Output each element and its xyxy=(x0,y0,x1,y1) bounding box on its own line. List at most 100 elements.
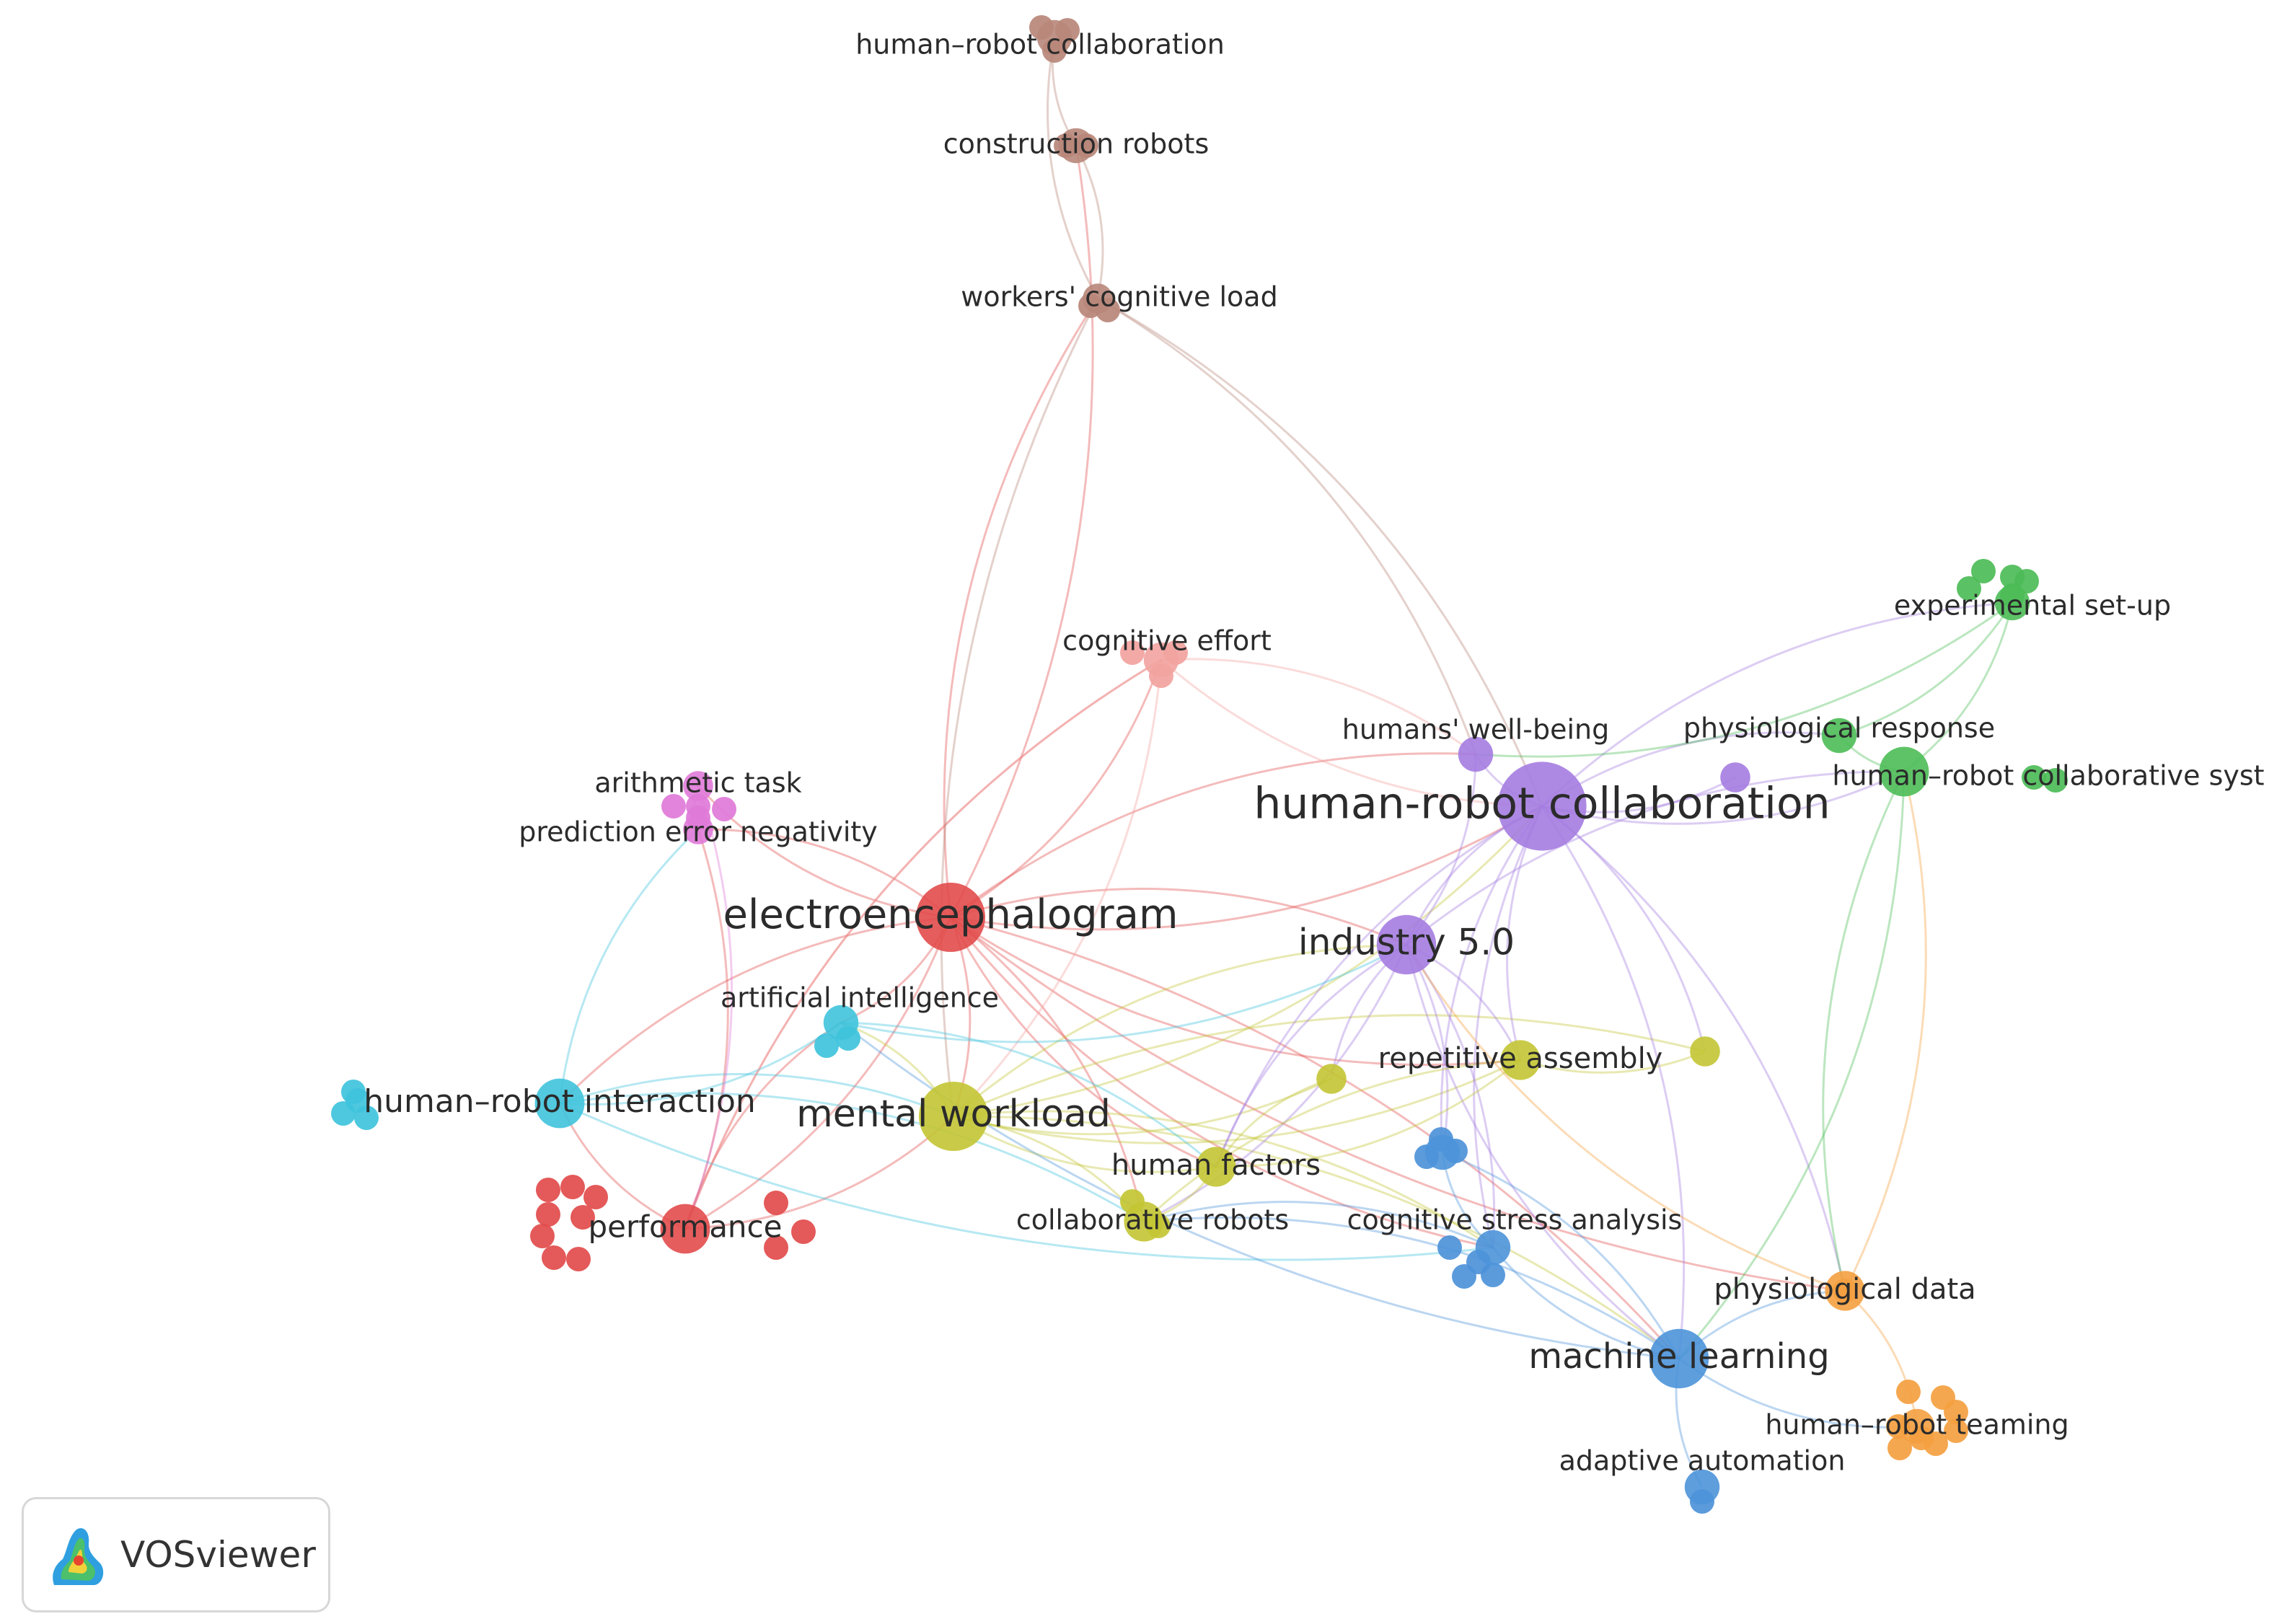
node-label-pen: prediction error negativity xyxy=(519,816,878,848)
link-ce-mw xyxy=(952,659,1163,1118)
node-mw[interactable] xyxy=(919,1082,988,1151)
link-mw-rep xyxy=(953,1059,1521,1144)
node-hrt-satellite-2[interactable] xyxy=(1944,1400,1968,1424)
node-perf-satellite-3[interactable] xyxy=(530,1224,555,1248)
node-label-exp: experimental set-up xyxy=(1894,590,2171,622)
node-label-constr: construction robots xyxy=(943,128,1210,160)
node-perf-satellite-7[interactable] xyxy=(570,1205,595,1230)
node-phr[interactable] xyxy=(1821,718,1857,754)
link-i50-hrcs xyxy=(1406,770,1905,946)
node-hrt-satellite-7[interactable] xyxy=(1944,1418,1968,1443)
node-ce[interactable] xyxy=(1143,642,1179,678)
link-ai-hf xyxy=(840,1021,1217,1168)
node-hrcs-satellite-0[interactable] xyxy=(2022,765,2046,790)
node-pd[interactable] xyxy=(1825,1271,1865,1311)
node-label-eeg: electroencephalogram xyxy=(723,891,1178,938)
node-perf-satellite-1[interactable] xyxy=(560,1175,585,1199)
node-ml[interactable] xyxy=(1649,1328,1709,1389)
link-ce-perf xyxy=(684,658,1162,1230)
node-ce-satellite-0[interactable] xyxy=(1120,640,1145,665)
node-label-ai: artificial intelligence xyxy=(721,982,999,1014)
link-eeg-wcl xyxy=(943,298,1099,918)
node-hrt-satellite-0[interactable] xyxy=(1896,1380,1921,1404)
node-exp[interactable] xyxy=(1994,585,2030,621)
node-hrt[interactable] xyxy=(1899,1408,1935,1444)
link-ml-cobots xyxy=(1143,1216,1680,1360)
link-mw-ml xyxy=(953,1115,1680,1360)
link-eeg-pen xyxy=(697,828,951,919)
node-ai[interactable] xyxy=(823,1005,859,1041)
node-aa[interactable] xyxy=(1684,1469,1720,1505)
node-label-mw: mental workload xyxy=(796,1093,1111,1136)
node-hrt-satellite-5[interactable] xyxy=(1887,1436,1912,1460)
node-constr[interactable] xyxy=(1058,128,1094,164)
node-label-ce: cognitive effort xyxy=(1062,625,1272,657)
node-p1[interactable] xyxy=(1720,762,1750,793)
node-perf-satellite-0[interactable] xyxy=(536,1178,560,1202)
node-pen[interactable] xyxy=(683,814,713,844)
node-hf[interactable] xyxy=(1196,1147,1236,1187)
node-label-hrc_top: human–robot collaboration xyxy=(855,29,1225,61)
node-arith[interactable] xyxy=(683,771,713,801)
link-eeg-ce xyxy=(950,659,1163,919)
node-y2[interactable] xyxy=(1690,1036,1720,1067)
link-hrc-ml xyxy=(1541,806,1686,1359)
node-perf-satellite-8[interactable] xyxy=(764,1191,788,1215)
node-arith-satellite-0[interactable] xyxy=(661,794,686,818)
node-eeg[interactable] xyxy=(916,883,985,952)
labels-layer: electroencephalogramperformancecognitive… xyxy=(364,29,2264,1477)
node-rep[interactable] xyxy=(1500,1040,1541,1080)
link-hrc-hf xyxy=(1215,805,1543,1168)
node-hrc_top[interactable] xyxy=(1036,19,1072,56)
link-hri-csa xyxy=(559,1102,1494,1261)
node-y1[interactable] xyxy=(1316,1064,1347,1094)
link-hrc_top-wcl xyxy=(1047,37,1099,299)
node-csa-satellite-0[interactable] xyxy=(1437,1235,1462,1260)
link-hri-ai xyxy=(559,1021,842,1106)
node-exp-satellite-4[interactable] xyxy=(2014,569,2039,593)
node-hrc[interactable] xyxy=(1497,762,1587,851)
node-label-hrc: human-robot collaboration xyxy=(1254,779,1830,829)
node-perf-satellite-9[interactable] xyxy=(764,1235,788,1260)
node-perf-satellite-4[interactable] xyxy=(542,1245,566,1270)
node-perf-satellite-10[interactable] xyxy=(791,1219,816,1244)
link-hrc-exp xyxy=(1541,601,2013,808)
node-csa-satellite-3[interactable] xyxy=(1481,1263,1505,1287)
node-csa[interactable] xyxy=(1475,1230,1511,1266)
node-perf-satellite-6[interactable] xyxy=(583,1185,608,1209)
node-hrcs-satellite-1[interactable] xyxy=(2043,768,2068,793)
node-exp-satellite-2[interactable] xyxy=(1957,576,1981,601)
node-label-wcl: workers' cognitive load xyxy=(961,281,1277,313)
node-label-aa: adaptive automation xyxy=(1559,1445,1846,1477)
node-cobots[interactable] xyxy=(1124,1201,1164,1242)
link-mw-hf xyxy=(953,1115,1217,1173)
link-hrc-csa xyxy=(1473,806,1543,1248)
node-hri-satellite-3[interactable] xyxy=(345,1088,370,1113)
link-hrcs-ml xyxy=(1678,771,1906,1359)
node-ai-satellite-0[interactable] xyxy=(814,1033,839,1058)
node-exp-satellite-0[interactable] xyxy=(1971,559,1996,583)
link-perf-mw xyxy=(684,1115,955,1230)
node-arith-satellite-2[interactable] xyxy=(712,797,736,821)
node-wcl[interactable] xyxy=(1083,283,1113,314)
node-perf[interactable] xyxy=(660,1204,710,1254)
link-pd-hrcs xyxy=(1843,771,1927,1292)
node-b1[interactable] xyxy=(1424,1134,1461,1170)
link-csa-cobots xyxy=(1143,1201,1494,1249)
node-label-csa: cognitive stress analysis xyxy=(1347,1204,1683,1236)
node-i50[interactable] xyxy=(1376,914,1437,975)
node-hri[interactable] xyxy=(534,1078,585,1129)
link-eeg-hri xyxy=(558,916,951,1105)
node-perf-satellite-2[interactable] xyxy=(536,1202,560,1227)
node-perf-satellite-5[interactable] xyxy=(566,1247,591,1271)
link-hrcs-pd xyxy=(1822,771,1906,1292)
link-exp-hwb xyxy=(1475,601,2013,758)
node-hwb[interactable] xyxy=(1458,736,1494,772)
link-mw-y2 xyxy=(953,1014,1706,1118)
node-hrcs[interactable] xyxy=(1879,746,1929,797)
node-label-ml: machine learning xyxy=(1528,1336,1829,1377)
link-pd-i50 xyxy=(1405,944,1846,1292)
link-rep-y2 xyxy=(1520,1050,1706,1074)
link-mw-y1 xyxy=(953,1077,1332,1136)
